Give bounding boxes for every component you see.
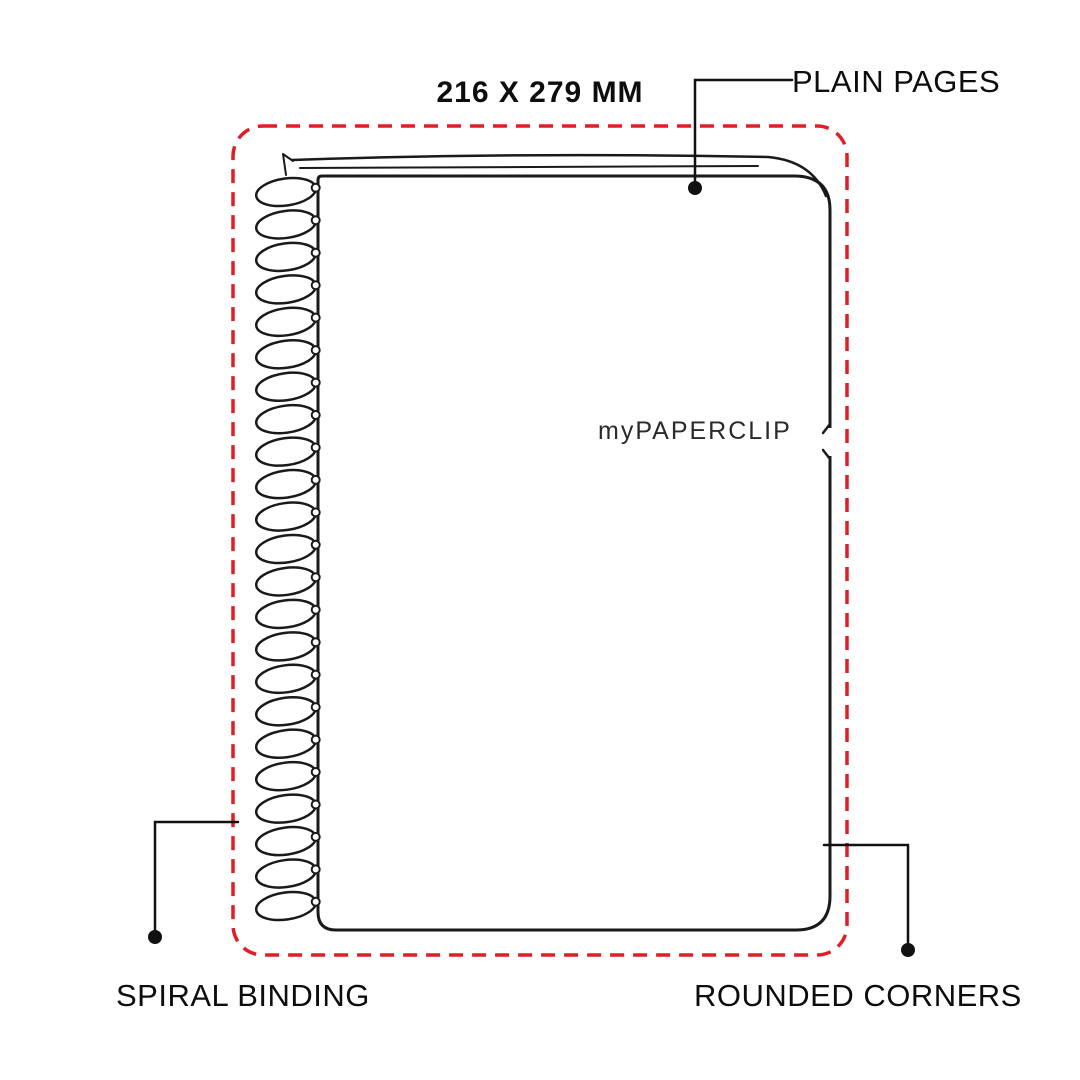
page-edge-mid (299, 165, 759, 169)
callout-rounded-corners (822, 843, 915, 957)
callout-dot-plain-pages (688, 181, 702, 195)
callout-lines (148, 78, 915, 957)
notebook-drawing (254, 153, 836, 932)
callout-plain-pages (688, 78, 794, 195)
callout-label-spiral-binding: SPIRAL BINDING (116, 978, 370, 1013)
callout-label-plain-pages: PLAIN PAGES (792, 64, 1001, 99)
dashed-rect (231, 124, 849, 957)
dashed-size-outline (231, 124, 849, 957)
page-corner-fold (282, 153, 294, 176)
callout-label-rounded-corners: ROUNDED CORNERS (694, 978, 1022, 1013)
cover-edge-notch (821, 422, 836, 461)
callout-spiral-binding (148, 820, 240, 944)
callout-dot-spiral-binding (148, 930, 162, 944)
callout-dot-rounded-corners (901, 943, 915, 957)
dimension-label: 216 X 279 MM (436, 76, 644, 109)
brand-text: myPAPERCLIP (598, 417, 792, 445)
spiral-coils (254, 176, 321, 922)
notebook-cover (316, 174, 832, 932)
page-edge-top (290, 153, 828, 198)
